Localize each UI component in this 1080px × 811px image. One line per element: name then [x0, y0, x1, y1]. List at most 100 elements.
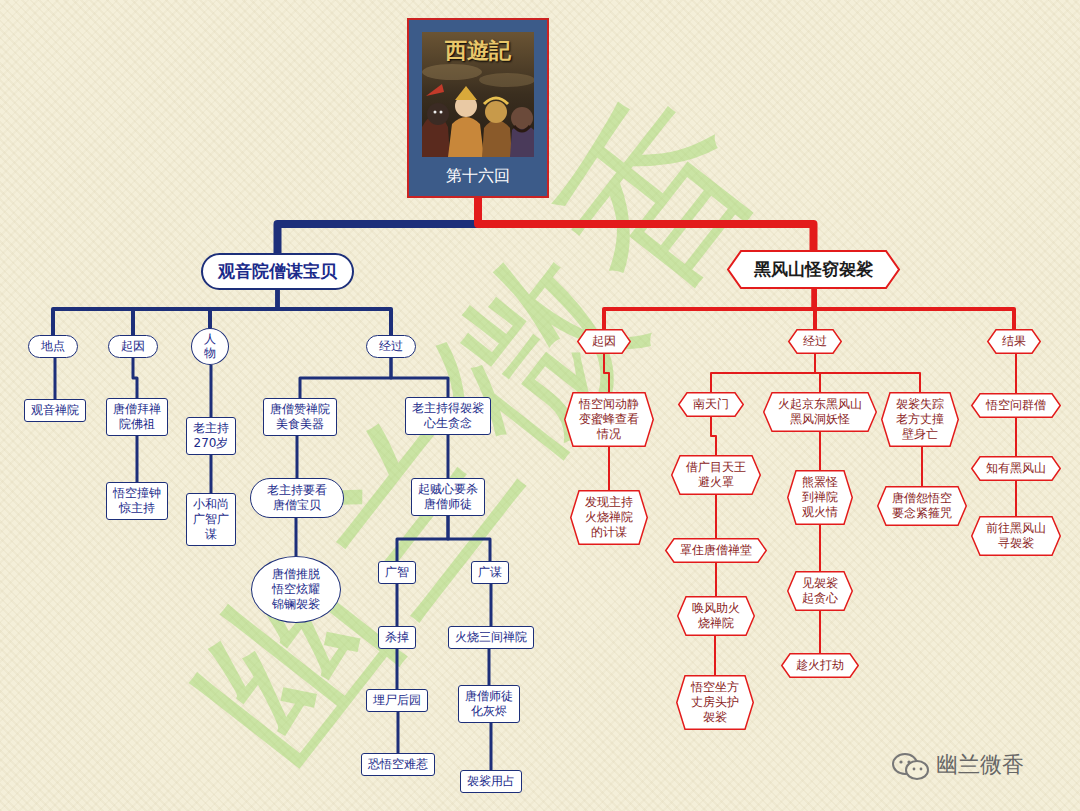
branch-connector — [210, 290, 278, 328]
hexagon-node: 火起京东黑风山黑风洞妖怪 — [763, 392, 877, 432]
branch-connector — [397, 712, 400, 753]
branch-connector — [448, 516, 490, 561]
branch-connector — [608, 447, 610, 490]
node-text: 熊罴怪到禅院观火情 — [801, 475, 839, 520]
branch-connector — [488, 649, 491, 685]
branch-connector — [921, 447, 923, 486]
node-text: 结果 — [1001, 334, 1027, 349]
hexagon-shape — [678, 597, 755, 636]
branch-connector — [295, 518, 298, 556]
hexagon-node: 唐僧怨悟空要念紧箍咒 — [877, 486, 967, 526]
branch-connector — [53, 290, 278, 335]
branch-connector — [447, 435, 450, 478]
branch-connector — [54, 358, 57, 399]
node-text: 广智 — [384, 565, 410, 580]
branch-connector — [300, 358, 391, 398]
topic-box: 广谋 — [471, 561, 509, 584]
drama-illustration: 西遊記 — [422, 32, 534, 157]
topic-box: 杀掉 — [378, 626, 416, 649]
hexagon-node: 发现主持火烧禅院的计谋 — [570, 490, 648, 545]
hexagon-node: 知有黑风山 — [971, 456, 1061, 481]
node-text: 观音院僧谋宝贝 — [217, 261, 338, 282]
node-text: 人物 — [204, 333, 216, 359]
node-text: 小和尚广智广谋 — [192, 497, 230, 542]
node-text: 悟空问群僧 — [985, 398, 1047, 413]
hexagon-node: 前往黑风山寻袈裟 — [971, 516, 1061, 556]
hexagon-node: 悟空问群僧 — [971, 393, 1061, 418]
hexagon-shape — [679, 393, 744, 417]
hexagon-shape — [578, 330, 631, 354]
hexagon-node: 见袈裟起贪心 — [787, 571, 853, 611]
node-text: 知有黑风山 — [985, 461, 1047, 476]
hexagon-node: 袈裟失踪老方丈撞壁身亡 — [881, 392, 959, 447]
topic-box: 起贼心要杀唐僧师徒 — [411, 478, 485, 516]
node-text: 起因 — [591, 334, 617, 349]
branch-connector — [210, 455, 213, 493]
topic-box: 火烧三间禅院 — [448, 626, 534, 649]
hexagon-shape — [677, 676, 754, 730]
topic-box: 袈裟用占 — [460, 770, 522, 793]
node-text: 起贼心要杀唐僧师徒 — [417, 482, 479, 512]
branch-connector — [396, 584, 399, 626]
branch-connector — [604, 354, 609, 392]
branch-connector — [814, 289, 1015, 329]
topic-box: 恐悟空难惹 — [361, 753, 435, 776]
topic-box: 观音院僧谋宝贝 — [201, 253, 354, 290]
node-text: 唤风助火烧禅院 — [691, 601, 741, 631]
node-text: 经过 — [378, 339, 404, 354]
topic-box: 广智 — [378, 561, 416, 584]
node-text: 罩住唐僧禅堂 — [679, 543, 753, 558]
branch-connector — [1015, 354, 1017, 393]
node-text: 地点 — [40, 339, 66, 354]
topic-box: 老主持270岁 — [186, 417, 236, 455]
topic-box: 地点 — [28, 335, 78, 358]
wechat-icon — [890, 751, 932, 783]
node-text: 南天门 — [692, 397, 730, 412]
hexagon-node: 借广目天王避火罩 — [671, 455, 761, 495]
node-text: 火起京东黑风山黑风洞妖怪 — [777, 397, 863, 427]
hexagon-node: 悟空坐方丈房头护袈裟 — [676, 675, 754, 730]
oval-node: 唐僧推脱悟空炫耀锦镧袈裟 — [251, 556, 341, 623]
branch-connector — [819, 525, 821, 571]
hexagon-shape — [565, 393, 654, 447]
node-text: 老主持270岁 — [192, 421, 230, 451]
branch-connector — [391, 358, 448, 397]
node-text: 唐僧推脱悟空炫耀锦镧袈裟 — [271, 567, 321, 612]
chapter-box: 西遊記第十六回 — [407, 18, 549, 198]
branch-connector — [490, 723, 493, 770]
topic-box: 起因 — [108, 335, 158, 358]
topic-box: 老主持得袈裟心生贪念 — [405, 397, 491, 435]
node-text: 第十六回 — [409, 166, 547, 186]
node-text: 经过 — [802, 334, 828, 349]
branch-connector — [604, 289, 814, 329]
topic-box: 唐僧师徒化灰烬 — [458, 685, 520, 723]
branch-connector — [136, 436, 139, 482]
hexagon-shape — [789, 330, 842, 354]
topic-box: 唐僧赞禅院美食美器 — [263, 398, 337, 436]
brand-text: 幽兰微香 — [936, 750, 1024, 780]
hexagon-shape — [972, 517, 1061, 556]
hexagon-shape — [882, 393, 959, 447]
hexagon-node: 罩住唐僧禅堂 — [665, 538, 767, 563]
node-text: 埋尸后园 — [372, 693, 422, 708]
node-text: 趁火打劫 — [795, 658, 845, 673]
hexagon-node: 熊罴怪到禅院观火情 — [787, 470, 853, 525]
hexagon-node: 趁火打劫 — [781, 653, 859, 678]
hexagon-shape — [972, 394, 1061, 418]
branch-connector — [478, 198, 814, 250]
topic-box: 小和尚广智广谋 — [186, 493, 236, 546]
node-text: 唐僧师徒化灰烬 — [464, 689, 514, 719]
hexagon-shape — [788, 471, 853, 525]
node-text: 借广目天王避火罩 — [685, 460, 747, 490]
node-text: 悟空撞钟惊主持 — [112, 486, 162, 516]
hexagon-shape — [878, 487, 967, 526]
node-text: 发现主持火烧禅院的计谋 — [584, 495, 634, 540]
hexagon-shape — [782, 654, 859, 678]
branch-connector — [715, 495, 717, 538]
node-text: 唐僧怨悟空要念紧箍咒 — [891, 491, 953, 521]
hexagon-node: 黑风山怪窃袈裟 — [727, 250, 900, 289]
branch-connector — [819, 611, 821, 653]
node-text: 老主持得袈裟心生贪念 — [411, 401, 485, 431]
branch-connector — [397, 516, 448, 561]
